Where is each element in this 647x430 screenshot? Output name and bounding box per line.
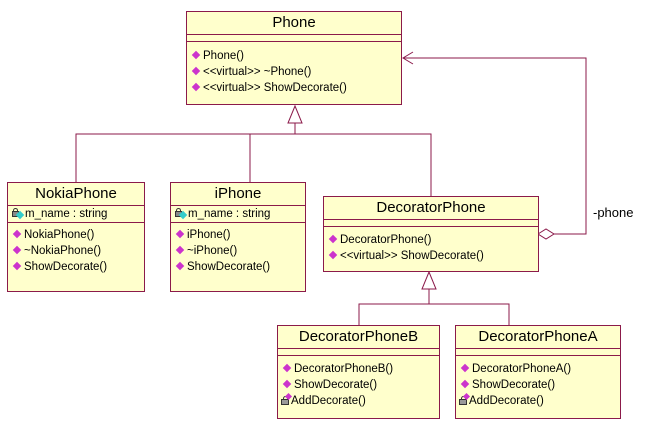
operation-row: ShowDecorate() xyxy=(456,377,620,393)
attribute-compartment: m_name : string xyxy=(8,205,144,222)
class-nokiaphone[interactable]: NokiaPhone m_name : string NokiaPhone() … xyxy=(7,182,145,292)
operation-icon xyxy=(12,245,22,255)
operation-icon xyxy=(175,229,185,239)
class-title: DecoratorPhoneB xyxy=(298,328,419,345)
generalization-line-nokia xyxy=(75,133,295,182)
generalization-arrowhead-decorator xyxy=(421,270,437,290)
operation-icon xyxy=(175,245,185,255)
operation-row: AddDecorate() xyxy=(278,392,439,409)
generalization-line-decoratorA xyxy=(429,303,510,325)
operation-icon xyxy=(328,234,338,244)
operation-icon xyxy=(460,379,470,389)
operation-row: ~NokiaPhone() xyxy=(8,243,144,259)
operation-compartment: Phone() <<virtual>> ~Phone() <<virtual>>… xyxy=(187,41,401,96)
operation-row: ShowDecorate() xyxy=(278,377,439,393)
association-role-label: -phone xyxy=(593,205,634,220)
aggregation-line xyxy=(403,57,587,235)
generalization-arrowhead-phone xyxy=(287,104,303,124)
operation-row: DecoratorPhoneA() xyxy=(456,361,620,377)
operation-icon xyxy=(460,363,470,373)
operation-icon xyxy=(191,82,201,92)
operation-row: iPhone() xyxy=(171,227,305,243)
operation-row: DecoratorPhone() xyxy=(324,232,538,248)
protected-operation-icon xyxy=(281,392,293,405)
operation-icon xyxy=(282,363,292,373)
operation-compartment: DecoratorPhoneB() ShowDecorate() AddDeco… xyxy=(278,355,439,409)
generalization-line-decorator xyxy=(295,133,432,196)
class-title: DecoratorPhoneA xyxy=(478,328,598,345)
operation-icon xyxy=(191,50,201,60)
class-decoratorphoneb[interactable]: DecoratorPhoneB DecoratorPhoneB() ShowDe… xyxy=(277,325,440,419)
operation-row: <<virtual>> ShowDecorate() xyxy=(187,80,401,96)
operation-compartment: iPhone() ~iPhone() ShowDecorate() xyxy=(171,222,305,275)
aggregation-diamond xyxy=(537,228,555,240)
class-decoratorphonea[interactable]: DecoratorPhoneA DecoratorPhoneA() ShowDe… xyxy=(455,325,621,419)
class-title: Phone xyxy=(272,14,316,31)
class-decoratorphone[interactable]: DecoratorPhone DecoratorPhone() <<virtua… xyxy=(323,196,539,272)
class-iphone[interactable]: iPhone m_name : string iPhone() ~iPhone(… xyxy=(170,182,306,292)
operation-icon xyxy=(12,229,22,239)
operation-row: Phone() xyxy=(187,48,401,64)
operation-row: ShowDecorate() xyxy=(171,259,305,275)
class-title: NokiaPhone xyxy=(35,185,117,202)
attribute-row: m_name : string xyxy=(8,206,144,222)
generalization-line-decoratorB xyxy=(358,303,429,325)
class-phone[interactable]: Phone Phone() <<virtual>> ~Phone() <<vir… xyxy=(186,11,402,105)
operation-icon xyxy=(191,66,201,76)
operation-icon xyxy=(282,379,292,389)
operation-row: ShowDecorate() xyxy=(8,259,144,275)
operation-icon xyxy=(12,261,22,271)
attribute-compartment xyxy=(324,219,538,226)
attribute-compartment: m_name : string xyxy=(171,205,305,222)
operation-row: NokiaPhone() xyxy=(8,227,144,243)
class-title: DecoratorPhone xyxy=(376,199,486,216)
attribute-compartment xyxy=(187,34,401,41)
operation-row: <<virtual>> ShowDecorate() xyxy=(324,248,538,264)
private-attribute-icon xyxy=(12,208,25,220)
private-attribute-icon xyxy=(175,208,188,220)
aggregation-arrowhead xyxy=(402,51,414,65)
attribute-compartment xyxy=(456,348,620,355)
class-title: iPhone xyxy=(214,185,262,202)
operation-row: DecoratorPhoneB() xyxy=(278,361,439,377)
attribute-compartment xyxy=(278,348,439,355)
operation-row: <<virtual>> ~Phone() xyxy=(187,64,401,80)
operation-row: AddDecorate() xyxy=(456,392,620,409)
operation-compartment: NokiaPhone() ~NokiaPhone() ShowDecorate(… xyxy=(8,222,144,275)
operation-row: ~iPhone() xyxy=(171,243,305,259)
protected-operation-icon xyxy=(459,392,471,405)
operation-compartment: DecoratorPhone() <<virtual>> ShowDecorat… xyxy=(324,226,538,264)
operation-icon xyxy=(175,261,185,271)
attribute-row: m_name : string xyxy=(171,206,305,222)
operation-compartment: DecoratorPhoneA() ShowDecorate() AddDeco… xyxy=(456,355,620,409)
operation-icon xyxy=(328,250,338,260)
